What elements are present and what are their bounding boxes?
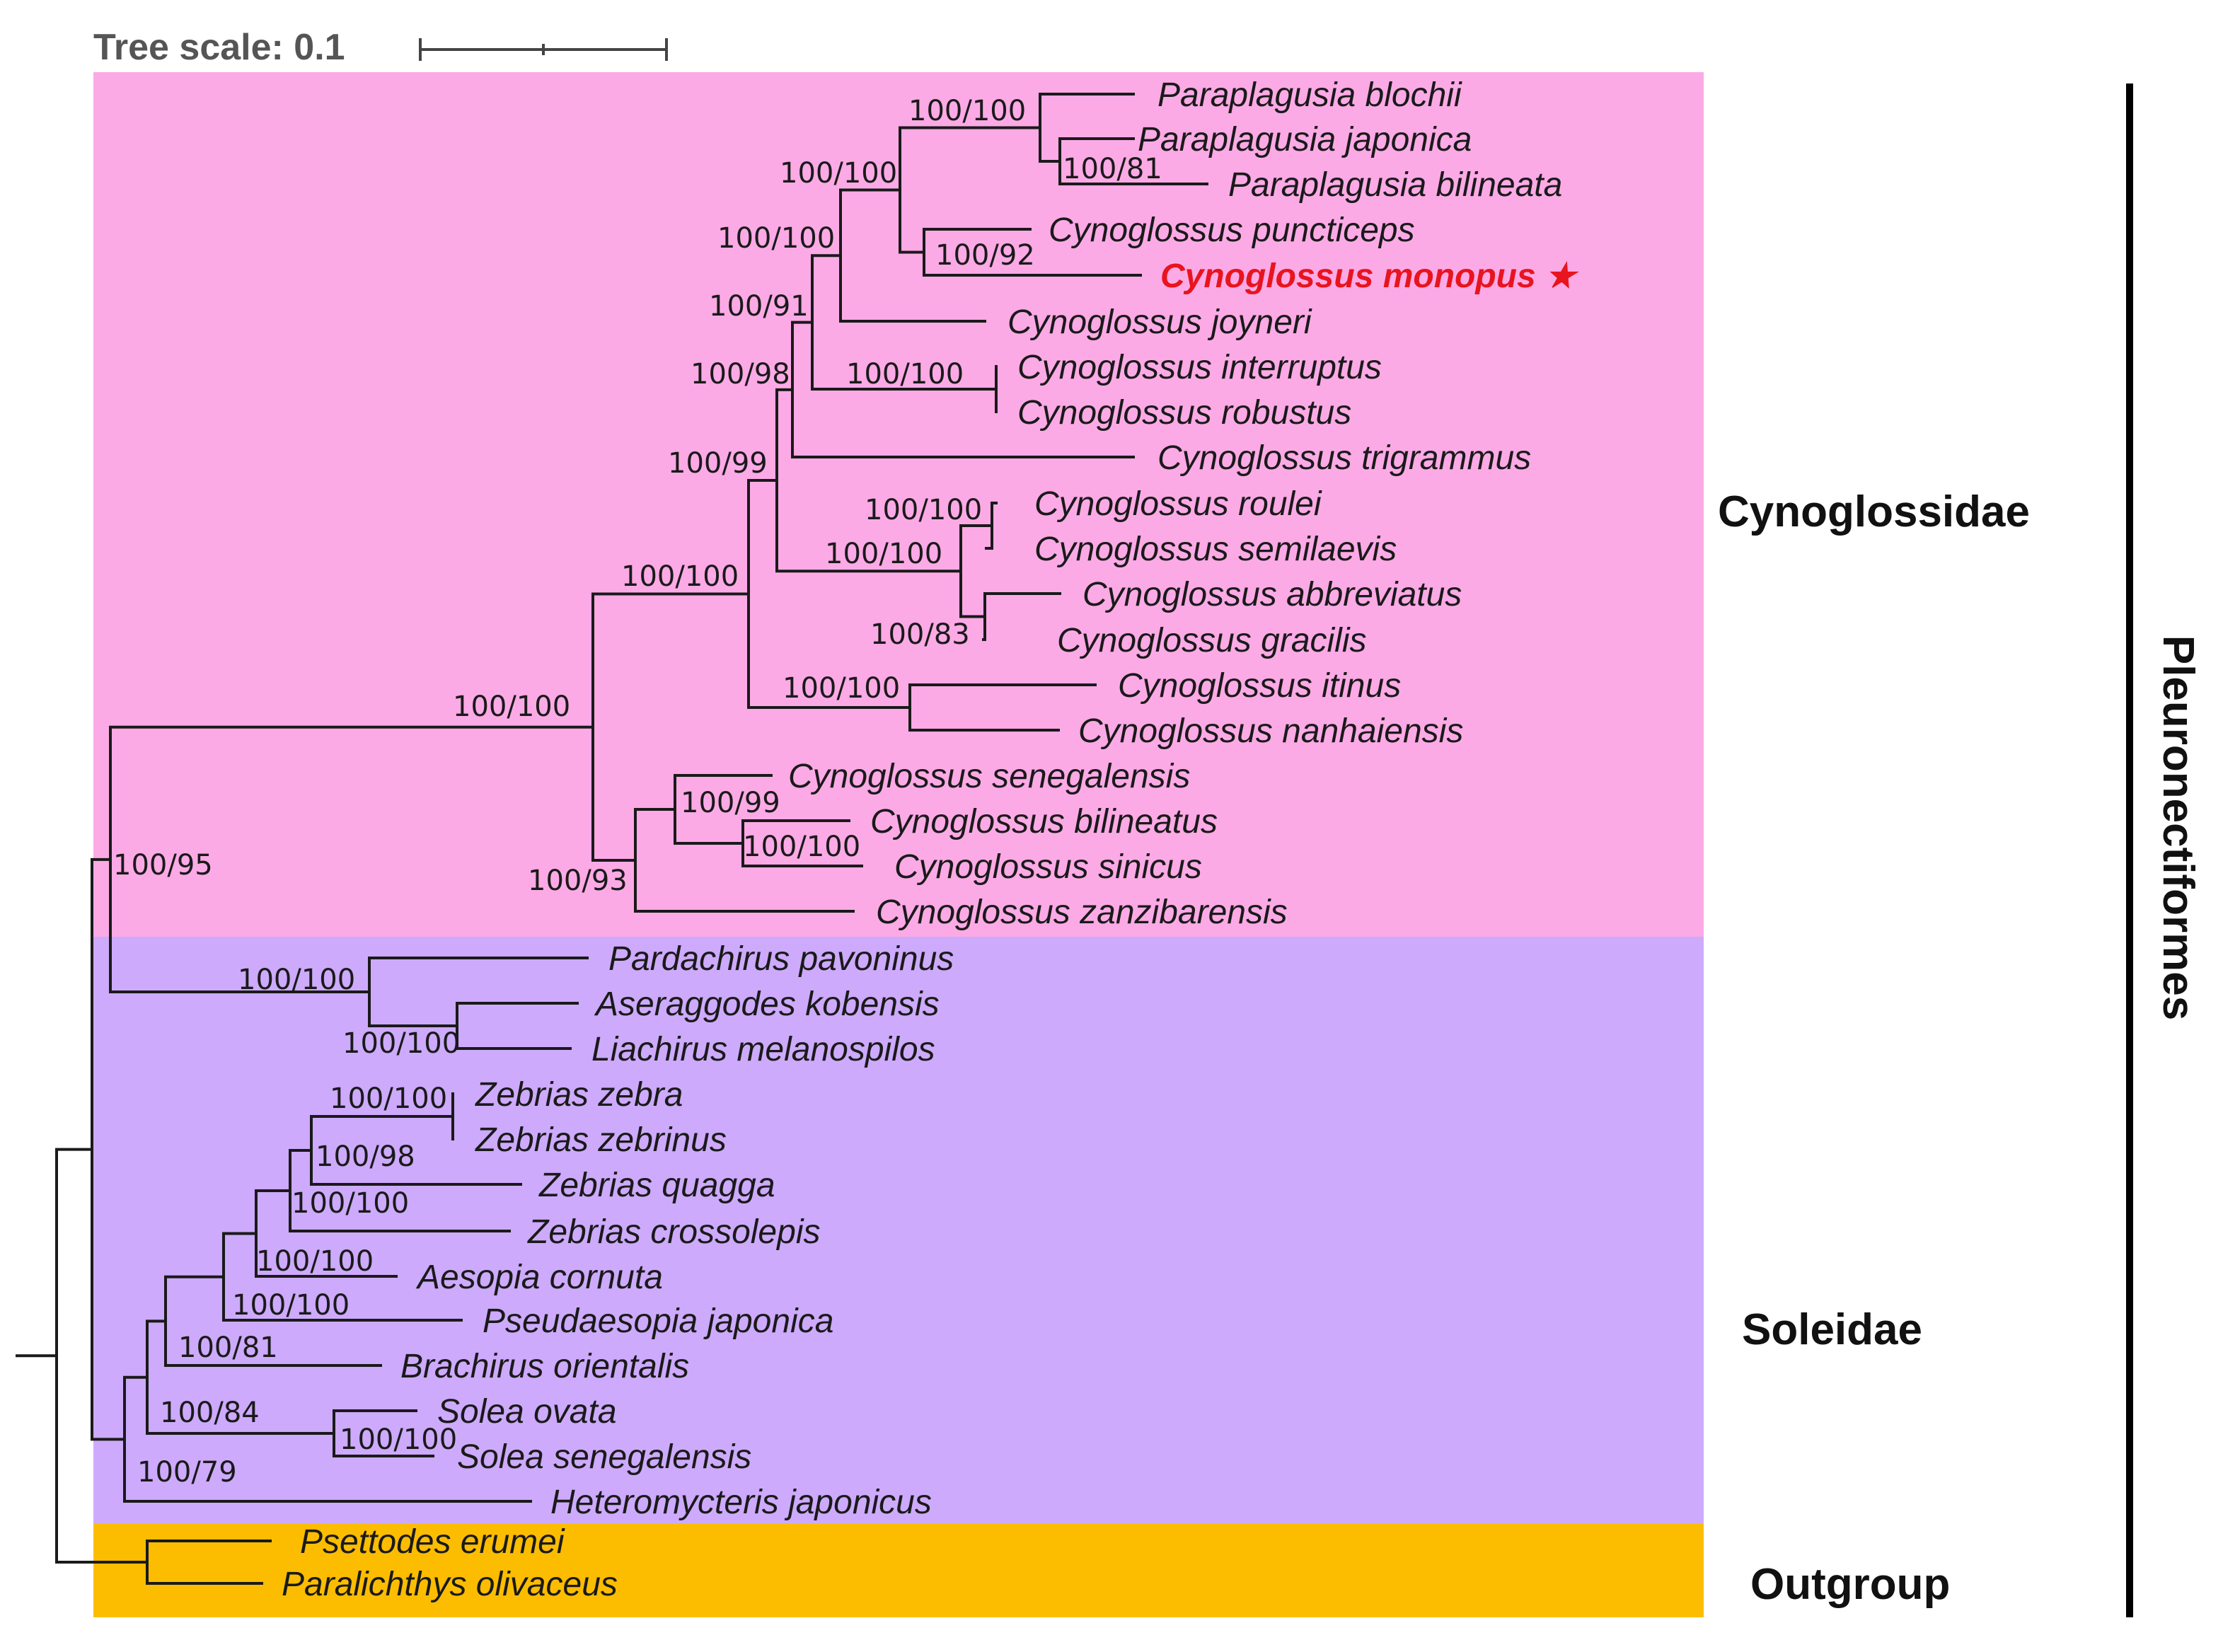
taxon-label: Solea senegalensis (457, 1438, 751, 1476)
clade-label-soleidae: Soleidae (1742, 1305, 1922, 1354)
support-value: 100/100 (342, 1027, 460, 1060)
taxon-label: Cynoglossus interruptus (1017, 349, 1382, 386)
taxon-label: Cynoglossus nanhaiensis (1078, 712, 1463, 750)
order-label-pleuronectiformes: Pleuronectiformes (2154, 635, 2202, 1020)
taxon-label: Cynoglossus joyneri (1007, 304, 1312, 341)
support-value: 100/99 (681, 787, 780, 819)
support-value: 100/98 (316, 1140, 415, 1173)
taxon-label: Cynoglossus bilineatus (870, 803, 1218, 841)
taxon-label: Cynoglossus gracilis (1057, 622, 1367, 659)
taxon-label: Zebrias zebrinus (475, 1121, 727, 1159)
support-value: 100/95 (113, 849, 213, 882)
tree-scale-bar (419, 38, 668, 61)
taxon-label: Pseudaesopia japonica (483, 1302, 833, 1340)
support-value: 100/91 (709, 290, 809, 323)
support-value: 100/93 (528, 865, 628, 897)
support-value: 100/100 (330, 1082, 447, 1115)
taxon-label: Zebrias crossolepis (527, 1213, 820, 1251)
taxon-label: Zebrias quagga (538, 1167, 775, 1204)
taxon-label: Heteromycteris japonicus (550, 1484, 932, 1521)
taxon-label: Cynoglossus zanzibarensis (876, 894, 1288, 931)
support-value: 100/100 (453, 691, 570, 723)
support-value: 100/100 (908, 95, 1026, 127)
taxon-label: Paraplagusia japonica (1138, 121, 1472, 158)
taxon-label: Aseraggodes kobensis (594, 986, 940, 1023)
support-value: 100/100 (717, 222, 835, 255)
support-value: 100/100 (256, 1245, 374, 1278)
support-value: 100/98 (691, 358, 790, 391)
support-value: 100/100 (780, 157, 897, 190)
taxon-label: Zebrias zebra (475, 1076, 683, 1114)
taxon-label: Cynoglossus sinicus (894, 848, 1202, 886)
taxon-label: Pardachirus pavoninus (608, 940, 954, 978)
clade-label-cynoglossidae: Cynoglossidae (1718, 487, 2030, 536)
taxon-label: Aesopia cornuta (415, 1259, 663, 1296)
taxon-label: Cynoglossus puncticeps (1049, 212, 1415, 249)
taxon-label: Paraplagusia blochii (1157, 76, 1462, 114)
clade-label-outgroup: Outgroup (1750, 1560, 1950, 1609)
support-values: 100/100 100/81 100/100 100/92 100/100 100/91 1… (113, 95, 1162, 1489)
taxon-label: Cynoglossus robustus (1017, 394, 1351, 432)
support-value: 100/100 (865, 494, 982, 526)
taxon-label: Brachirus orientalis (400, 1348, 689, 1385)
support-value: 100/100 (340, 1423, 457, 1456)
support-value: 100/100 (232, 1289, 350, 1322)
taxon-label: Cynoglossus roulei (1034, 485, 1322, 523)
taxon-label: Paralichthys olivaceus (282, 1566, 618, 1603)
support-value: 100/100 (846, 358, 964, 391)
taxon-label: Paraplagusia bilineata (1228, 166, 1562, 204)
support-value: 100/92 (935, 239, 1035, 272)
outgroup-band (93, 1524, 1704, 1617)
support-value: 100/81 (1063, 153, 1162, 185)
taxon-label: Cynoglossus abbreviatus (1082, 576, 1462, 613)
support-value: 100/100 (621, 560, 739, 593)
support-value: 100/100 (238, 964, 355, 996)
taxon-label: Liachirus melanospilos (591, 1031, 935, 1068)
taxon-label-highlighted: Cynoglossus monopus ★ (1160, 258, 1579, 295)
support-value: 100/100 (291, 1187, 409, 1220)
taxon-label: Cynoglossus itinus (1118, 667, 1401, 705)
tree-scale-label: Tree scale: 0.1 (93, 27, 345, 68)
taxon-label: Cynoglossus semilaevis (1034, 531, 1397, 568)
taxon-label: Cynoglossus senegalensis (788, 758, 1190, 795)
support-value: 100/99 (668, 447, 768, 480)
support-value: 100/84 (160, 1397, 260, 1429)
support-value: 100/83 (870, 618, 970, 651)
taxon-label: Solea ovata (437, 1393, 617, 1431)
support-value: 100/79 (137, 1456, 237, 1489)
tree-branches (16, 93, 1208, 1585)
support-value: 100/100 (743, 831, 860, 863)
support-value: 100/100 (825, 538, 942, 570)
support-value: 100/100 (783, 672, 900, 705)
taxon-label: Cynoglossus trigrammus (1157, 439, 1531, 477)
support-value: 100/81 (178, 1332, 278, 1364)
taxon-label: Psettodes erumei (300, 1523, 565, 1561)
